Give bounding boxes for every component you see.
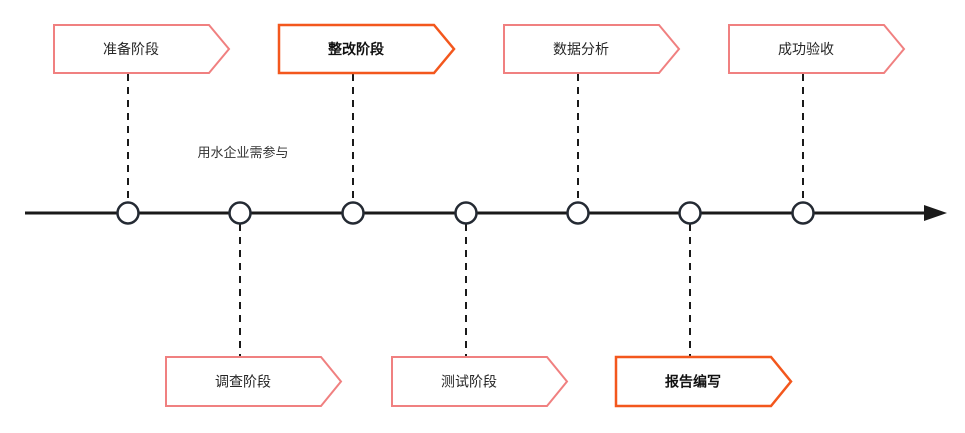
banner-label: 调查阶段	[215, 374, 271, 390]
banner-shape	[728, 24, 906, 74]
banner-shape	[614, 355, 793, 408]
banner-rectification-stage[interactable]: 整改阶段	[277, 23, 456, 75]
arrowhead-icon	[924, 205, 947, 221]
timeline-node[interactable]	[566, 201, 590, 225]
banner-shape	[53, 24, 231, 74]
banner-testing-stage[interactable]: 测试阶段	[391, 356, 569, 407]
banner-investigation-stage[interactable]: 调查阶段	[165, 356, 343, 407]
banner-shape	[277, 23, 456, 75]
timeline-node[interactable]	[116, 201, 140, 225]
banner-label: 整改阶段	[327, 41, 384, 57]
banner-label: 数据分析	[553, 41, 609, 57]
banner-shape	[391, 356, 569, 407]
timeline-node[interactable]	[454, 201, 478, 225]
banner-shape	[165, 356, 343, 407]
banner-preparation-stage[interactable]: 准备阶段	[53, 24, 231, 74]
top-connectors	[127, 74, 804, 202]
banner-shape	[503, 24, 681, 74]
timeline-node[interactable]	[791, 201, 815, 225]
banner-label: 准备阶段	[103, 41, 159, 57]
banner-label: 报告编写	[665, 374, 721, 390]
timeline-nodes	[116, 201, 815, 225]
banner-report-writing[interactable]: 报告编写	[614, 355, 793, 408]
annotation-label: 用水企业需参与	[197, 145, 288, 160]
banner-label: 成功验收	[778, 41, 834, 57]
bottom-connectors	[239, 224, 691, 356]
banner-success-acceptance[interactable]: 成功验收	[728, 24, 906, 74]
timeline-node[interactable]	[341, 201, 365, 225]
banner-data-analysis[interactable]: 数据分析	[503, 24, 681, 74]
timeline-node[interactable]	[678, 201, 702, 225]
timeline-node[interactable]	[228, 201, 252, 225]
banner-label: 测试阶段	[441, 374, 497, 390]
